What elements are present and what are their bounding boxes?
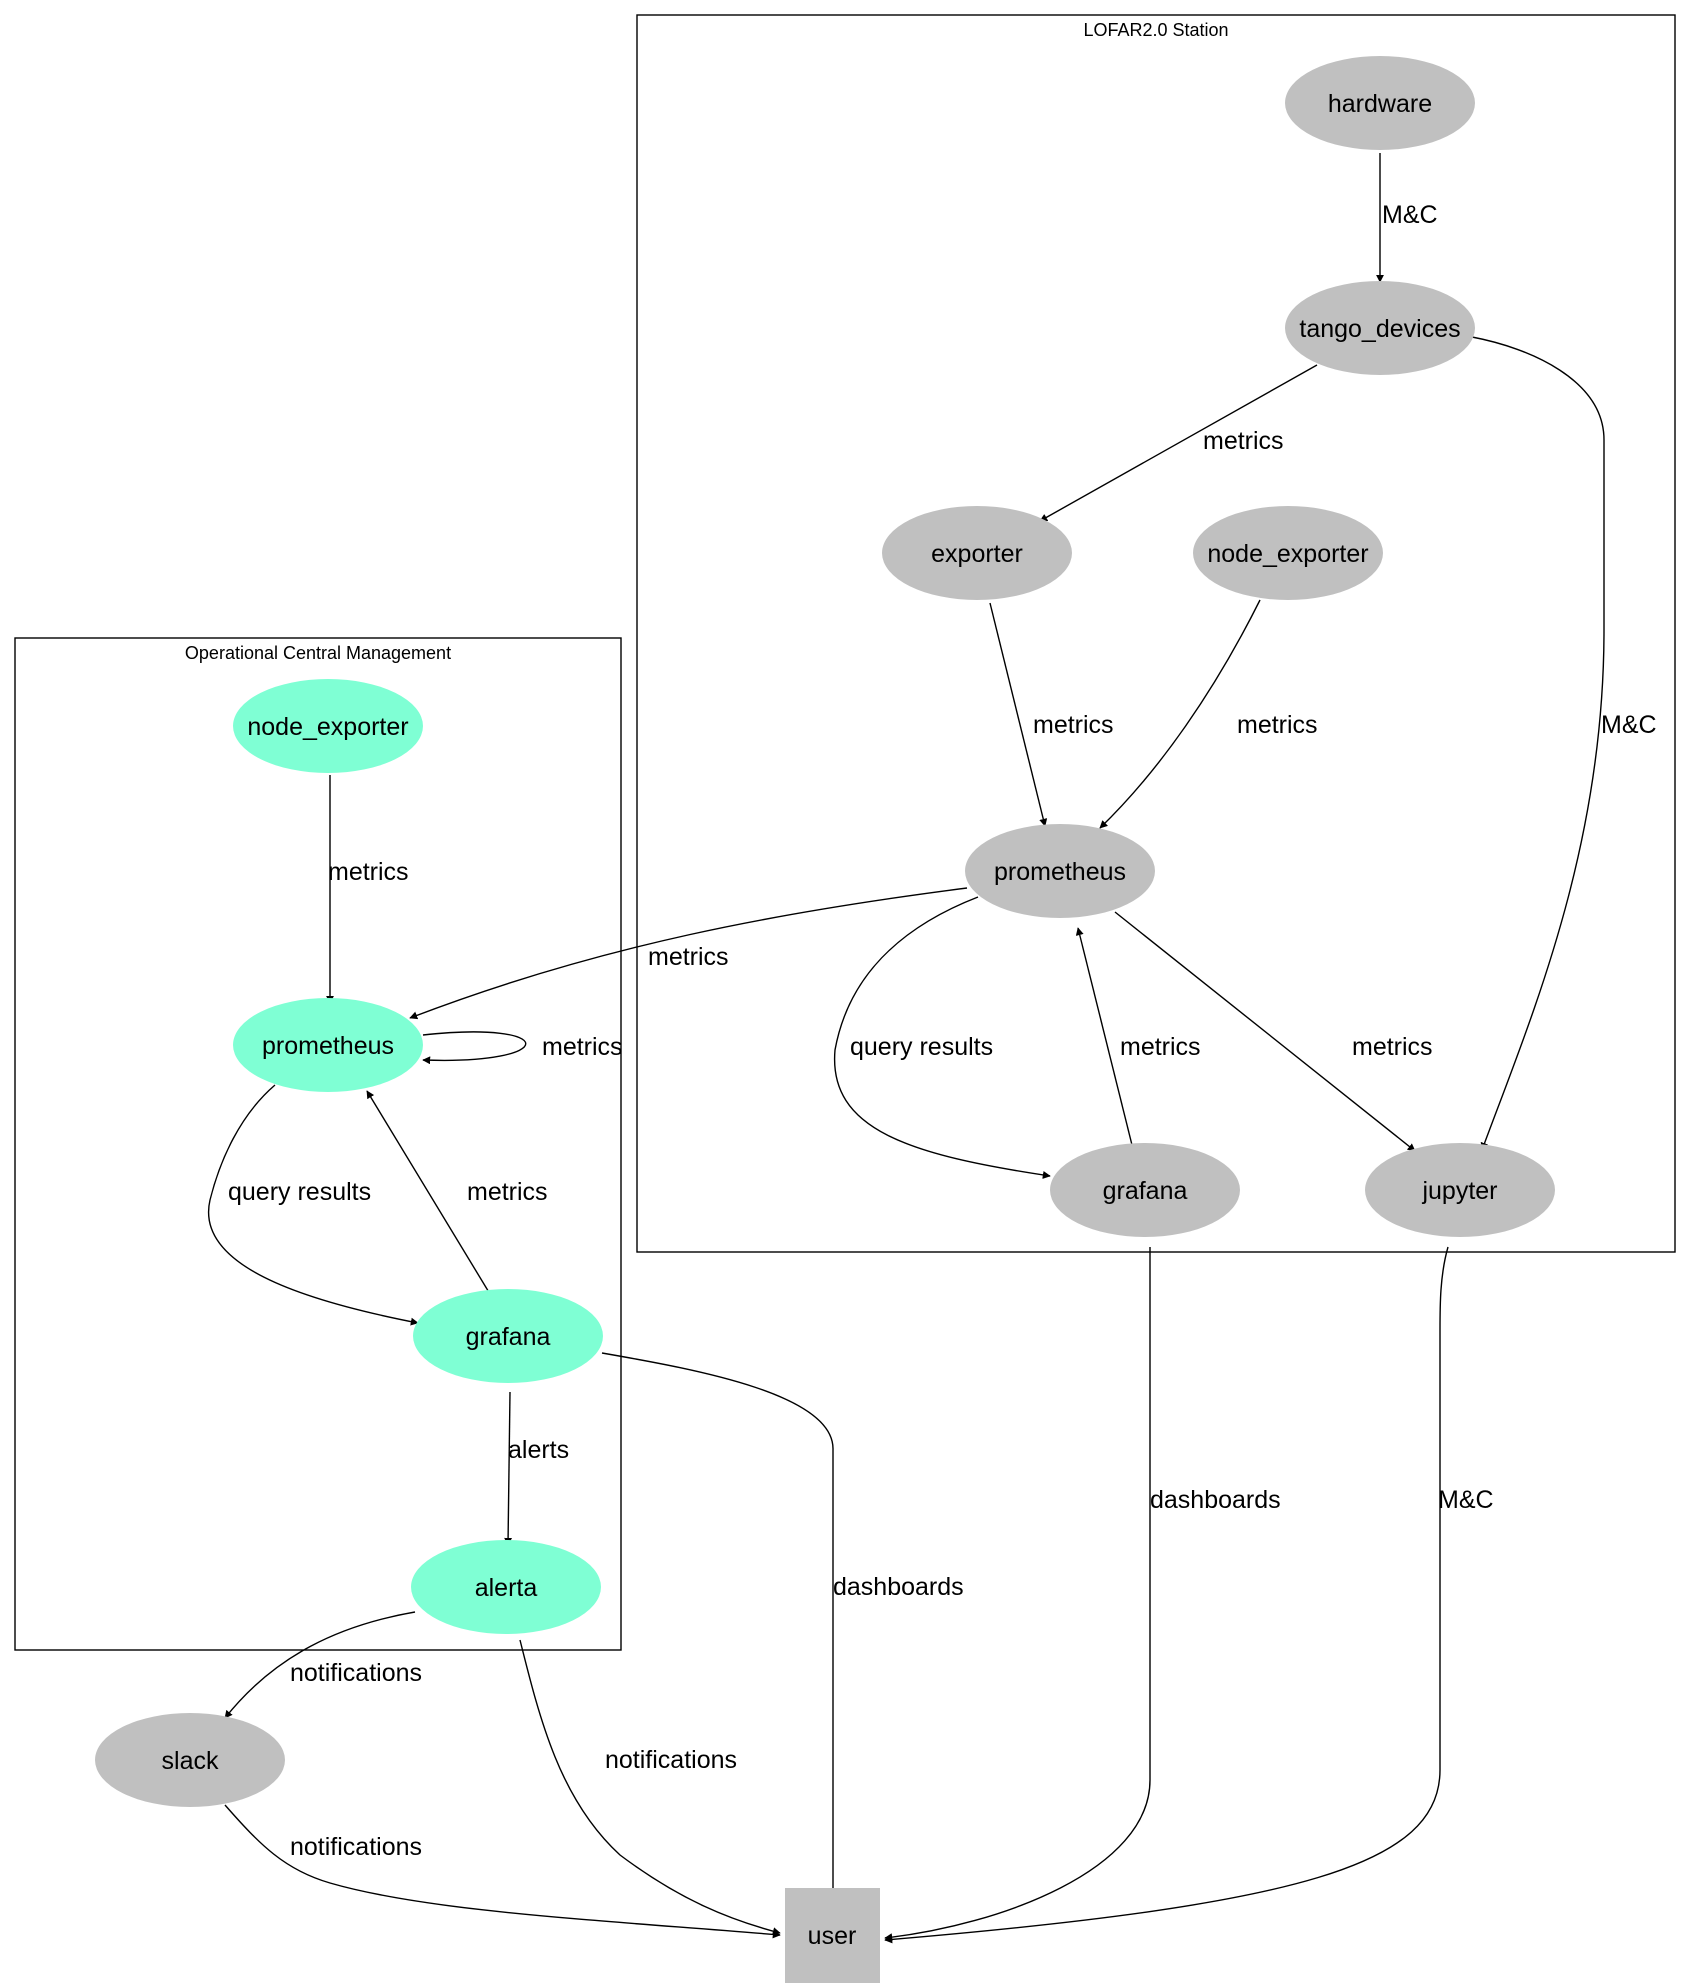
node-ocm-node-exporter-label: node_exporter xyxy=(247,713,408,741)
edge-ocm-grafana-prom xyxy=(366,1090,491,1295)
edge-label-ocm-grafana-prom: metrics xyxy=(467,1178,548,1206)
edge-label-ocm-grafana-user: dashboards xyxy=(833,1573,964,1601)
nodes-ocm: node_exporter prometheus grafana alerta xyxy=(233,679,603,1634)
edge-label-ocm-prom-grafana: query results xyxy=(228,1178,371,1206)
edge-label-exporter-prometheus: metrics xyxy=(1033,711,1114,739)
edge-label-stprom-jupyter: metrics xyxy=(1352,1033,1433,1061)
nodes-station: hardware tango_devices exporter node_exp… xyxy=(882,56,1555,1237)
edge-alerta-slack xyxy=(224,1611,416,1719)
node-st-hardware[interactable]: hardware xyxy=(1285,56,1475,150)
edge-stprom-grafana xyxy=(833,896,1051,1179)
edge-label-ocm-grafana-alerta: alerts xyxy=(508,1436,569,1464)
node-ocm-node-exporter[interactable]: node_exporter xyxy=(233,679,423,773)
edge-slack-user xyxy=(224,1804,781,1939)
edge-label-alerta-user: notifications xyxy=(605,1746,737,1774)
edge-label-nodeexporter-prometheus: metrics xyxy=(1237,711,1318,739)
edge-label-ocm-prometheus-self: metrics xyxy=(542,1033,623,1061)
node-st-tango-devices-label: tango_devices xyxy=(1299,315,1460,343)
edge-alerta-user xyxy=(519,1639,781,1936)
edge-ocm-prometheus-self xyxy=(422,1031,527,1065)
cluster-ocm-label: Operational Central Management xyxy=(185,643,451,663)
node-st-node-exporter-label: node_exporter xyxy=(1207,540,1368,568)
edge-stprom-jupyter xyxy=(1114,911,1416,1152)
node-st-node-exporter[interactable]: node_exporter xyxy=(1193,506,1383,600)
node-user[interactable]: user xyxy=(785,1888,880,1983)
node-user-label: user xyxy=(808,1922,857,1950)
edge-label-stprom-grafana: query results xyxy=(850,1033,993,1061)
node-st-prometheus[interactable]: prometheus xyxy=(965,824,1155,918)
edge-label-jupyter-user: M&C xyxy=(1438,1486,1494,1514)
node-st-prometheus-label: prometheus xyxy=(994,858,1126,886)
node-st-grafana-label: grafana xyxy=(1103,1177,1188,1205)
node-st-grafana[interactable]: grafana xyxy=(1050,1143,1240,1237)
edge-label-ocm-nodeexporter-prometheus: metrics xyxy=(328,858,409,886)
node-slack-label: slack xyxy=(162,1747,219,1775)
edge-label-stgrafana-prometheus: metrics xyxy=(1120,1033,1201,1061)
node-ocm-alerta[interactable]: alerta xyxy=(411,1540,601,1634)
edges: M&C metrics M&C metrics metrics metrics … xyxy=(207,153,1657,1944)
edge-nodeexporter-prometheus xyxy=(1099,599,1261,829)
edge-stprom-ocmprom xyxy=(409,887,968,1020)
node-st-jupyter[interactable]: jupyter xyxy=(1365,1143,1555,1237)
edge-stgrafana-prometheus xyxy=(1075,927,1133,1146)
edge-label-slack-user: notifications xyxy=(290,1833,422,1861)
node-ocm-grafana-label: grafana xyxy=(466,1323,551,1351)
node-ocm-prometheus[interactable]: prometheus xyxy=(233,998,423,1092)
cluster-operational-central-management: Operational Central Management xyxy=(14,637,622,1651)
edge-exporter-prometheus xyxy=(989,602,1048,827)
edge-label-alerta-slack: notifications xyxy=(290,1659,422,1687)
edge-label-tango-exporter: metrics xyxy=(1203,427,1284,455)
cluster-lofar-station-label: LOFAR2.0 Station xyxy=(1083,20,1228,40)
edge-stgrafana-user xyxy=(884,1247,1151,1942)
node-st-exporter[interactable]: exporter xyxy=(882,506,1072,600)
node-slack[interactable]: slack xyxy=(95,1713,285,1807)
node-ocm-alerta-label: alerta xyxy=(475,1574,538,1602)
edge-ocm-grafana-user xyxy=(601,1352,837,1899)
edge-tango-jupyter xyxy=(1471,336,1605,1151)
edge-label-stgrafana-user: dashboards xyxy=(1150,1486,1281,1514)
edge-tango-exporter xyxy=(1039,364,1318,522)
node-ocm-prometheus-label: prometheus xyxy=(262,1032,394,1060)
node-st-tango-devices[interactable]: tango_devices xyxy=(1285,281,1475,375)
cluster-lofar-station: LOFAR2.0 Station xyxy=(636,14,1676,1253)
edge-ocm-prom-grafana xyxy=(207,1084,419,1326)
edge-ocm-grafana-alerta xyxy=(504,1391,513,1546)
edge-label-stprom-ocmprom: metrics xyxy=(648,943,729,971)
node-ocm-grafana[interactable]: grafana xyxy=(413,1289,603,1383)
node-st-hardware-label: hardware xyxy=(1328,90,1432,118)
node-st-exporter-label: exporter xyxy=(931,540,1023,568)
edge-label-tango-jupyter: M&C xyxy=(1601,711,1657,739)
edge-label-hardware-tango: M&C xyxy=(1382,201,1438,229)
edge-jupyter-user xyxy=(884,1246,1449,1944)
node-st-jupyter-label: jupyter xyxy=(1421,1177,1497,1205)
nodes-external: slack user xyxy=(95,1713,880,1983)
